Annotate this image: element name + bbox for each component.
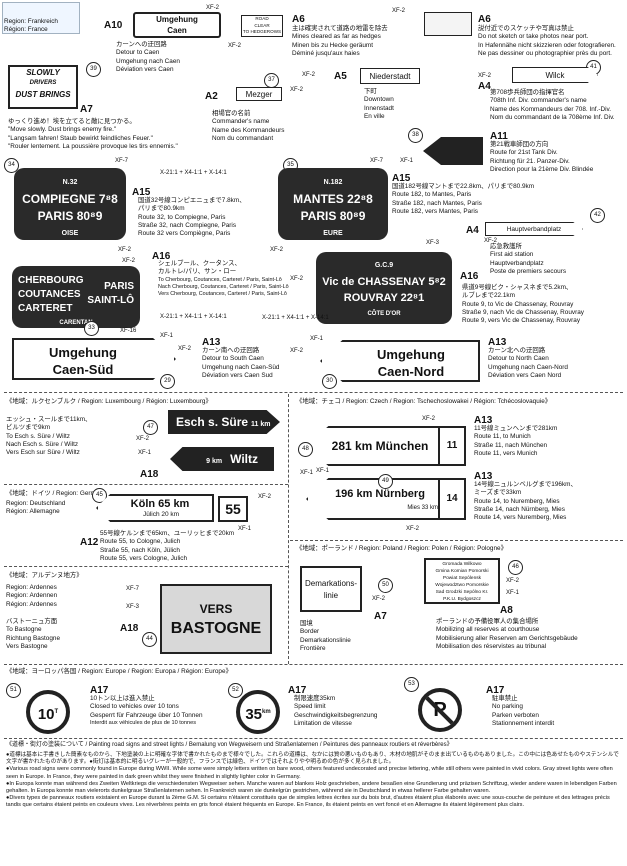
poland-header: 《地域：ポーランド / Region: Poland / Region: Pol… (296, 545, 507, 552)
code-a4b: A4 (466, 225, 479, 236)
a4a-desc: 第708歩兵師団の指揮官名 708th Inf. Div. commander'… (490, 89, 615, 121)
sign-koln: Köln 65 km Jülich 20 km (96, 494, 214, 522)
czech-header: 《地域：チェコ / Region: Czech / Region: Tschec… (296, 398, 552, 405)
a13b-desc: カーン北への迂回路 Detour to North Caen Umgehung … (488, 347, 568, 379)
logo-badge (2, 2, 80, 34)
sign-speed-35: 35km (236, 690, 280, 734)
a10-desc: カーンへの迂回路 Detour to Caen Umgehung nach Ca… (116, 41, 180, 73)
poland-a7-desc: 国境 Border Demarkationslinie Frontière (300, 620, 351, 652)
sign-gromada-wilkowo: Gromada Wilkowo Gmina Komian Pomorski Po… (424, 558, 500, 604)
germany-header: 《地域：ドイツ / Region: Germany (6, 490, 107, 497)
a6b-desc: 説付近でのスケッチや写真は禁止 Do not sketch or take ph… (478, 25, 616, 57)
a16b-desc: 県道9号線ビク・シャスネまで5.2km、 ルブレまで22.1km Route 9… (462, 284, 584, 325)
code-a13b: A13 (488, 337, 507, 348)
sign-mantes-paris: N.182 MANTES 22⁸8 PARIS 80⁸9 EURE (278, 168, 388, 240)
notes-header: 《道標・街灯の塗装について / Painting road signs and … (6, 742, 453, 748)
code-a11: A11 (490, 131, 508, 142)
europe-header: 《地域：ヨーロッパ各国 / Region: Europe / Region: E… (6, 668, 232, 675)
sign-no-parking: P (418, 688, 462, 732)
europe-c-desc: 駐車禁止 No parking Parken verboten Stationn… (492, 695, 555, 727)
sign-umgehung-caen: Umgehung Caen (133, 12, 221, 38)
code-a2: A2 (205, 91, 218, 102)
europe-a-desc: 10トン以上は進入禁止 Closed to vehicles over 10 t… (90, 695, 203, 726)
code-a13-czech-b: A13 (474, 471, 493, 482)
notes-body: ●道標は基本に手書きした簡素なものから、下地塗装の上に明確な字体で書かれたものま… (6, 752, 619, 809)
ardennes-region: Region: Ardennes Region: Ardennen Région… (6, 584, 58, 608)
sign-munchen: 281 km München 11 (306, 426, 466, 466)
sign-wilck: Wilck (512, 67, 598, 83)
code-a6: A6 (292, 14, 305, 25)
ardennes-desc: バストーニュ方面 To Bastogne Richtung Bastogne V… (6, 618, 61, 650)
sign-vic-de-chassenay: G.C.9 Vic de CHASSENAY 5⁸2 ROUVRAY 22⁸1 … (316, 252, 452, 324)
a13a-desc: カーン南への迂回路 Detour to South Caen Umgehung … (202, 347, 280, 379)
sign-mezger: Mezger (236, 87, 282, 101)
region-france-1: Region: Frankreich (4, 18, 58, 25)
region-france-2: Région: France (4, 26, 48, 33)
a15b-desc: 国道182号線マントまで22.8km、パリまで80.9km Route 182,… (392, 183, 535, 215)
lux-header: 《地域：ルクセンブルク / Region: Luxembourg / Régio… (6, 398, 212, 405)
code-a8: A8 (500, 605, 513, 616)
poland-a8-desc: ポーランドの予備役軍人の集合場所 Mobilizing all reserves… (436, 618, 578, 650)
code-a17b: A17 (288, 685, 307, 696)
a16a-desc: シェルブール、クータンス、 カルトレ/パリ、サン・ロー To Cherbourg… (158, 260, 289, 297)
code-a15b: A15 (392, 173, 411, 184)
a7-desc: ゆっくり進め！埃を立てると敵に見つかる。 "Move slowly. Dust … (8, 118, 178, 150)
code-a12: A12 (80, 537, 99, 548)
lux-desc: エッシュ・スールまで11km、 ビルツまで9km To Esch s. Süre… (6, 416, 92, 457)
code-a17c: A17 (486, 685, 505, 696)
code-a13-czech-a: A13 (474, 415, 493, 426)
code-a13a: A13 (202, 337, 221, 348)
sign-road-clear: ROAD CLEAR TO HEDGEROWS (241, 15, 283, 37)
code-a5: A5 (334, 71, 347, 82)
code-a6b: A6 (478, 14, 491, 25)
sign-compiegne-paris: N.32 COMPIEGNE 7⁸8 PARIS 80⁸9 OISE (14, 168, 126, 240)
code-a17a: A17 (90, 685, 109, 696)
a5-desc: 下町 Downtown Innenstadt En ville (364, 88, 394, 120)
a2-desc: 相場官の名前 Commander's name Name des Kommand… (212, 110, 285, 142)
code-a15a: A15 (132, 187, 151, 198)
code-a7-poland: A7 (374, 611, 387, 622)
sign-niederstadt: Niederstadt (360, 68, 420, 84)
czech-a-desc: 11号線ミュンヘンまで281km Route 11, to Munich Str… (474, 425, 558, 457)
ardennes-header: 《地域：アルデンヌ地方》 (6, 572, 83, 579)
a11-desc: 第21戦車師団の方向 Route for 21st Tank Div. Rich… (490, 141, 594, 173)
sign-route-55: 55 (218, 496, 248, 522)
code-a18-ardennes: A18 (120, 623, 139, 634)
sign-umgehung-caen-nord: Umgehung Caen-Nord (320, 340, 480, 382)
code-a4: A4 (478, 81, 491, 92)
code-a7: A7 (80, 104, 93, 115)
a15a-desc: 国道32号線コンピエニュまで7.8km、 パリまで80.9km Route 32… (138, 197, 246, 238)
a6-desc: 主は確実されて道路の地雷を除去 Mines cleared as far as … (292, 25, 388, 57)
czech-b-desc: 14号線ニュルンベルグまで196km、 ミーズまで33km Route 14, … (474, 481, 577, 522)
sign-10-tons: 10T (26, 690, 70, 734)
sign-no-photo (424, 12, 472, 36)
sign-21-tank-div (423, 137, 483, 165)
sign-hauptverbandplatz: Hauptverbandplatz (485, 222, 583, 236)
sign-vers-bastogne: VERS BASTOGNE (160, 584, 272, 654)
code-a16a: A16 (152, 251, 171, 262)
germany-desc: 55号線ケルンまで65km、ユーリッヒまで20km Route 55, to C… (100, 530, 235, 562)
europe-b-desc: 制限速度35km Speed limit Geschwindigkeitsbeg… (294, 695, 378, 727)
sign-demarkationslinie: Demarkations- linie (300, 566, 362, 612)
code-a18-lux: A18 (140, 469, 159, 480)
code-a10: A10 (104, 20, 123, 31)
code-a16b: A16 (460, 271, 479, 282)
a4b-desc: 応急救護所 First aid station Hauptverbandplat… (490, 243, 567, 275)
sign-slowly: SLOWLY DRIVERS DUST BRINGS (8, 65, 78, 109)
sign-umgehung-caen-sud: Umgehung Caen-Süd (12, 338, 176, 380)
sign-cherbourg-paris: CHERBOURG COUTANCES CARTERET PARIS SAINT… (12, 266, 140, 328)
